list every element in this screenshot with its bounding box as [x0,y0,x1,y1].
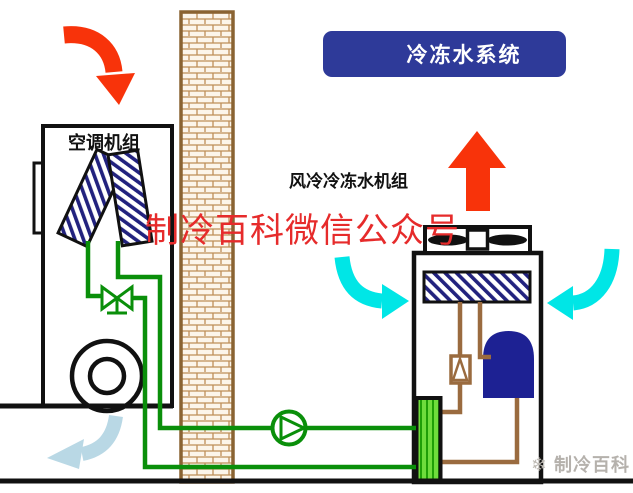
logo: ❄ 制冷百科 [531,454,630,476]
air-handling-unit: 空调机组 [32,124,174,414]
balancing-valve-icon [100,284,134,315]
return-air-arrow-icon [47,414,123,469]
refrigerant-pipes [441,302,520,465]
condenser-coil [422,270,532,304]
hot-air-discharge-arrow-icon [448,131,506,211]
cooling-coil-right [106,148,154,248]
condenser-fan-icon [423,225,532,255]
watermark-text: 制冷百科微信公众号 [145,212,460,250]
title-badge-bg [323,31,566,77]
logo-text: 制冷百科 [554,454,630,475]
water-pump-icon [270,409,308,447]
supply-air-arrow-icon [63,26,135,105]
compressor-dome [483,331,534,398]
title-badge-label: 冷冻水系统 [407,43,522,67]
brick-wall [179,10,235,484]
expansion-valve-icon [449,354,472,385]
snowflake-icon: ❄ [531,455,547,476]
chilled-water-pipes [85,241,416,470]
intake-air-arrow-left-icon [334,255,409,319]
evaporator-coil [414,396,443,484]
air-cooled-chiller-unit [411,225,544,485]
blower-fan-icon [69,338,145,414]
chiller-label: 风冷冷冻水机组 [289,171,408,191]
title-badge: 冷冻水系统 [323,31,566,77]
ahu-side-bracket [32,161,41,235]
intake-air-arrow-right-icon [547,248,620,320]
ahu-label: 空调机组 [68,132,140,153]
